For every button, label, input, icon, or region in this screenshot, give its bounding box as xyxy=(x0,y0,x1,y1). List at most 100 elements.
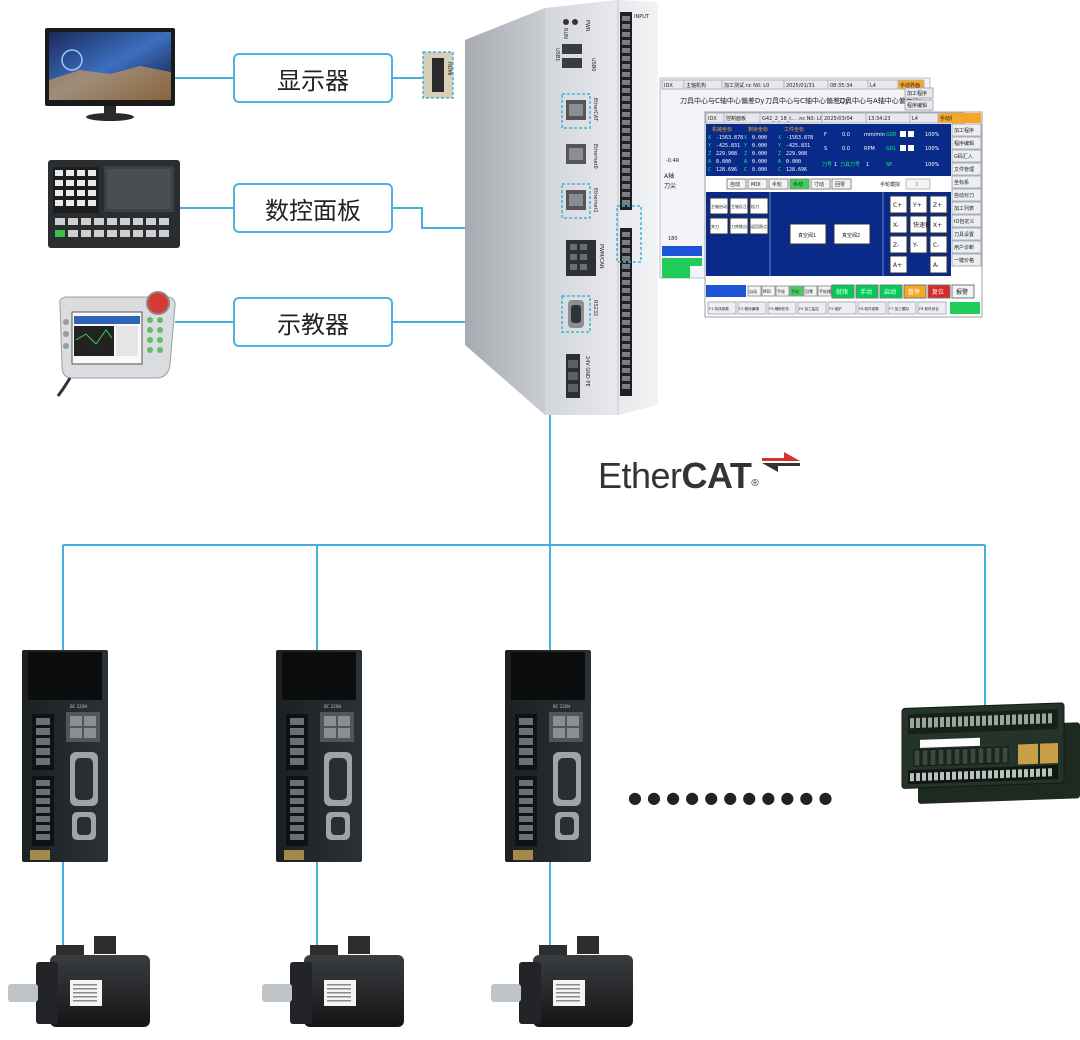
label-display-text: 显示器 xyxy=(277,66,349,95)
port-label-usb0: USB0 xyxy=(590,58,596,71)
hmi-jog-button-label: C+ xyxy=(893,202,902,209)
servo-drive-terminal-pin xyxy=(519,825,533,831)
hmi-tool-item: SP xyxy=(886,162,892,168)
io-pin xyxy=(970,770,974,780)
servo-motor-flange xyxy=(36,962,58,1024)
hmi-coord-axis: Z xyxy=(744,151,747,157)
hmi-coord-value: 0.000 xyxy=(752,143,767,149)
hmi-run-button xyxy=(903,284,927,299)
hmi-fkey-label: F4 加工监控 xyxy=(799,306,819,311)
hmi-back-value-04: -0.4R xyxy=(666,158,680,164)
hmi-coord-value: -425.831 xyxy=(786,143,810,149)
terminal-pin xyxy=(622,320,630,325)
hmi-side-button-label: 坐标系 xyxy=(954,179,969,186)
hmi-side-button xyxy=(951,123,982,137)
servo-drive-rj45-slot xyxy=(84,728,96,738)
terminal-pin xyxy=(622,344,630,349)
servo-drive-terminal-pin xyxy=(36,789,50,795)
io-pin xyxy=(1048,713,1052,724)
io-pin xyxy=(982,715,986,726)
hmi-run-button xyxy=(879,284,903,299)
hmi-mode-button xyxy=(831,178,852,190)
servo-motors xyxy=(8,936,633,1027)
hmi-mode-button xyxy=(747,178,768,190)
hmi-fkey xyxy=(767,301,797,315)
servo-drive-terminal-pin xyxy=(36,834,50,840)
hmi-run-button-label: 手动 xyxy=(860,288,872,296)
hmi-jog-button xyxy=(929,195,948,214)
io-pin xyxy=(1000,769,1004,779)
servo-drive-db-small-inner xyxy=(331,817,345,835)
servo-drive-display xyxy=(282,652,356,700)
hmi-side-button xyxy=(951,162,982,176)
servo-drive-model: BC 220H xyxy=(553,704,570,709)
label-display: 显示器 xyxy=(233,53,393,103)
port-label-ethercat: EtherCAT xyxy=(592,98,598,122)
io-pin xyxy=(1030,768,1034,778)
hmi-coord-value: 229.908 xyxy=(786,151,807,157)
hmi-tool-item: 100% xyxy=(925,162,940,168)
io-pin xyxy=(1006,769,1010,778)
hmi-mode-button-label: 手轮 xyxy=(772,181,782,188)
terminal-pin xyxy=(622,120,630,125)
servo-drive-rj45-slot xyxy=(324,728,336,738)
servo-drive-terminal-pin xyxy=(519,807,533,813)
hmi-mode-button-label: 寸动 xyxy=(814,181,824,188)
servo-drive-db-small-inner xyxy=(77,817,91,835)
terminal-pin xyxy=(622,264,630,269)
port-label-can: PWM/CAN xyxy=(598,244,604,269)
servo-motor xyxy=(262,936,404,1027)
servo-motor-nameplate-line xyxy=(327,984,351,986)
hmi-coord-axis: Y xyxy=(708,143,711,149)
hmi-feed-item: 100% xyxy=(925,132,940,138)
hmi-side-button-label: 文件管理 xyxy=(954,166,974,173)
hmi-coord-axis: X xyxy=(778,135,781,141)
servo-drive-rj45-slot xyxy=(84,716,96,726)
hmi-fkey xyxy=(917,301,947,315)
hmi-fkey-label: F3 辅助任务 xyxy=(769,306,789,311)
hmi-jog-button-label: Z+ xyxy=(933,202,942,209)
io-pin xyxy=(1018,769,1022,778)
io-pin xyxy=(940,772,944,781)
terminal-pin xyxy=(622,184,630,189)
terminal-pin xyxy=(622,88,630,93)
led-label-run: RUN xyxy=(562,28,568,39)
hmi-mode-button xyxy=(810,178,831,190)
rs232-port: RS232 xyxy=(561,295,598,333)
port-label-rs: RS232 xyxy=(592,300,598,316)
hmi-feed-item: mm/min xyxy=(864,132,885,138)
hmi-coord-value: 0.000 xyxy=(752,135,767,141)
hmi-side-button xyxy=(951,227,982,241)
ethercat-logo-cat: CAT xyxy=(681,455,752,496)
hmi-mode-button xyxy=(789,178,810,190)
io-pin xyxy=(1024,714,1028,725)
servo-motor-nameplate-line xyxy=(327,988,351,990)
servo-drive-ground xyxy=(513,850,533,860)
io-pin xyxy=(946,771,950,780)
servo-drive-terminal-pin xyxy=(36,780,50,786)
label-cnc-panel: 数控面板 xyxy=(233,183,393,233)
hmi-fkey-label: F1 机床参数 xyxy=(709,306,729,311)
panel-key-grid xyxy=(55,170,96,206)
servo-drive-rj45-slot xyxy=(324,716,336,726)
servo-drive-terminal-pin xyxy=(290,789,304,795)
terminal-pin xyxy=(622,312,630,317)
hmi-back-tab-label: 加工测试.nc N0: L0 xyxy=(724,82,769,89)
servo-drive-terminal-pin xyxy=(519,728,533,735)
io-pin xyxy=(952,716,956,727)
servo-drive: BC 220H xyxy=(505,650,591,862)
hmi-side-button xyxy=(951,253,982,267)
io-relay xyxy=(953,747,961,766)
hmi-coord-value: 0.000 xyxy=(716,159,731,165)
terminal-pin xyxy=(622,232,630,237)
hmi-left-button xyxy=(749,197,769,215)
servo-drive-db-inner xyxy=(75,758,93,800)
terminal-pin xyxy=(622,248,630,253)
servo-motor-nameplate-line xyxy=(556,988,580,990)
hmi-side-button-label: 加工列表 xyxy=(954,205,974,212)
hdmi-port-label: HDMI xyxy=(446,62,452,75)
hmi-status-button-label: 回零 xyxy=(805,288,813,294)
ethercat-logo-ether: Ether xyxy=(598,455,682,496)
monitor xyxy=(45,28,175,121)
servo-motor-nameplate-line xyxy=(73,996,97,998)
